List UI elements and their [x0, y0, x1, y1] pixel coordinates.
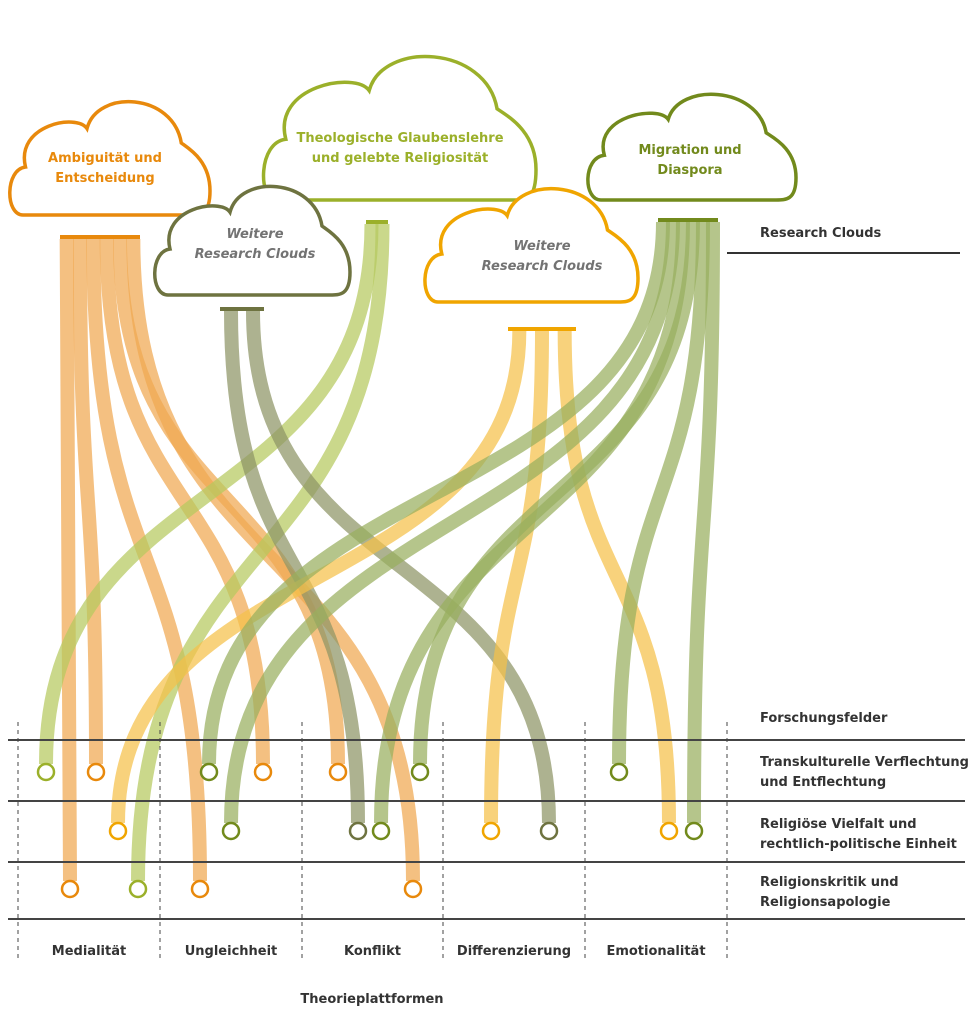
cloud-shape-icon	[153, 184, 352, 297]
flow-ambiguitaet-to-field2-platform0	[59, 238, 77, 882]
flow-source-bar-weitere1	[220, 307, 264, 311]
flow-migration-to-field0-platform4	[612, 221, 710, 765]
endpoint-weitere2-field1-platform4	[659, 821, 679, 841]
cloud-label-migration-line0: Migration und	[638, 143, 741, 158]
flow-ambiguitaet-to-field2-platform2	[126, 238, 420, 882]
endpoint-migration-field0-platform4	[609, 762, 629, 782]
endpoint-migration-field1-platform4	[684, 821, 704, 841]
flow-weitere1-to-field1-platform2	[224, 310, 365, 824]
flow-weitere2-to-field1-platform0	[111, 330, 527, 824]
theorieplattformen-labels: Medialität Ungleichheit Konflikt Differenzi…	[52, 944, 706, 959]
matrix-grid	[8, 722, 965, 958]
forschungsfeld-label-0-line0: Transkulturelle Verflechtung	[760, 755, 969, 770]
cloud-shape-icon	[261, 54, 538, 202]
endpoint-ambiguitaet-field0-platform1	[253, 762, 273, 782]
flow-endpoints	[36, 762, 704, 899]
flow-migration-to-field1-platform4	[687, 221, 720, 824]
theorieplattform-label-1: Ungleichheit	[185, 944, 278, 959]
cloud-label-weitere2-line1: Research Clouds	[482, 259, 603, 274]
endpoint-ambiguitaet-field2-platform2	[403, 879, 423, 899]
endpoint-weitere1-field1-platform3	[539, 821, 559, 841]
endpoint-migration-field0-platform1	[199, 762, 219, 782]
flow-links	[39, 218, 720, 882]
forschungsfeld-label-2-line0: Religionskritik und	[760, 875, 899, 890]
endpoint-ambiguitaet-field2-platform1	[190, 879, 210, 899]
cloud-shape-icon	[8, 99, 212, 217]
theorieplattform-label-2: Konflikt	[344, 944, 401, 959]
cloud-label-ambiguitaet-line0: Ambiguität und	[48, 151, 162, 166]
flow-theologie-to-field0-platform0	[39, 223, 379, 765]
cloud-label-theologie-line1: und gelebte Religiosität	[312, 151, 488, 166]
forschungsfeld-label-0-line1: und Entflechtung	[760, 775, 886, 790]
label-forschungsfelder: Forschungsfelder	[760, 711, 888, 726]
flow-ambiguitaet-to-field0-platform0	[73, 238, 103, 765]
endpoint-weitere2-field1-platform3	[481, 821, 501, 841]
flow-source-bar-theologie	[366, 220, 388, 224]
flow-migration-to-field0-platform1	[202, 221, 670, 765]
flow-source-bar-migration	[658, 218, 718, 222]
flow-theologie-to-field2-platform0	[131, 223, 390, 882]
label-research-clouds: Research Clouds	[760, 226, 882, 241]
theorieplattform-label-3: Differenzierung	[457, 944, 571, 959]
theorieplattform-label-4: Emotionalität	[606, 944, 705, 959]
cloud-label-weitere1-line1: Research Clouds	[195, 247, 316, 262]
flow-migration-to-field0-platform2	[413, 221, 700, 765]
forschungsfeld-label-2-line1: Religionsapologie	[760, 895, 891, 910]
flow-ambiguitaet-to-field0-platform1	[99, 238, 270, 765]
endpoint-weitere2-field1-platform0	[108, 821, 128, 841]
flow-ambiguitaet-to-field2-platform1	[86, 238, 207, 882]
cloud-label-weitere1-line0: Weitere	[226, 227, 283, 242]
flow-source-bar-weitere2	[508, 327, 576, 331]
flow-ambiguitaet-to-field0-platform2	[113, 238, 345, 765]
cloud-label-weitere2-line0: Weitere	[513, 239, 570, 254]
endpoint-migration-field0-platform2	[410, 762, 430, 782]
flow-migration-to-field1-platform1	[224, 221, 680, 824]
forschungsfeld-label-1-line1: rechtlich-politische Einheit	[760, 837, 957, 852]
endpoint-weitere1-field1-platform2	[348, 821, 368, 841]
cloud-theologie: Theologische Glaubenslehre und gelebte Re…	[261, 54, 538, 202]
theorieplattform-label-0: Medialität	[52, 944, 126, 959]
endpoint-ambiguitaet-field0-platform2	[328, 762, 348, 782]
endpoint-theologie-field0-platform0	[36, 762, 56, 782]
flow-source-bar-ambiguitaet	[60, 235, 140, 239]
cloud-shape-icon	[586, 92, 798, 202]
label-theorieplattformen: Theorieplattformen	[300, 992, 443, 1007]
cloud-shape-icon	[423, 187, 640, 304]
endpoint-migration-field1-platform2	[371, 821, 391, 841]
cloud-label-theologie-line0: Theologische Glaubenslehre	[296, 131, 503, 146]
cloud-label-migration-line1: Diaspora	[657, 163, 722, 178]
legend-research-clouds: Research Clouds	[727, 226, 960, 254]
flow-weitere2-to-field1-platform4	[557, 330, 676, 824]
forschungsfeld-label-1-line0: Religiöse Vielfalt und	[760, 817, 917, 832]
endpoint-ambiguitaet-field0-platform0	[86, 762, 106, 782]
endpoint-ambiguitaet-field2-platform0	[60, 879, 80, 899]
flow-weitere1-to-field1-platform3	[246, 310, 556, 824]
endpoint-migration-field1-platform1	[221, 821, 241, 841]
forschungsfelder-labels: Transkulturelle Verflechtung und Entflech…	[760, 755, 969, 910]
endpoint-theologie-field2-platform0	[128, 879, 148, 899]
cloud-label-ambiguitaet-line1: Entscheidung	[55, 171, 154, 186]
